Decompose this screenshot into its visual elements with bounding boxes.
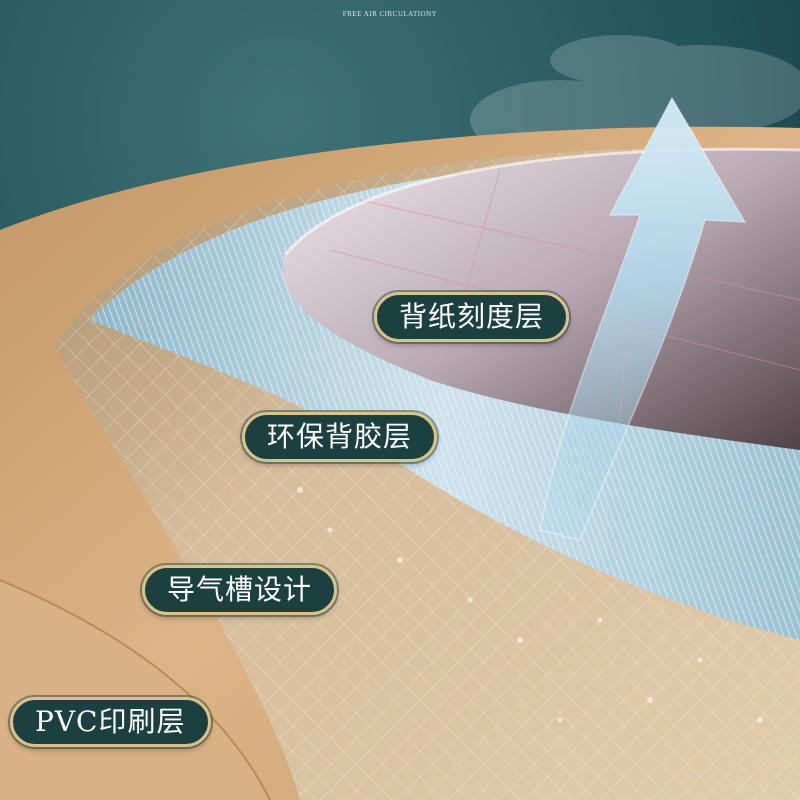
label-pvc-print-layer: PVC印刷层 (10, 697, 211, 747)
label-eco-adhesive-layer: 环保背胶层 (242, 412, 438, 462)
label-air-groove-design: 导气槽设计 (142, 565, 338, 615)
top-caption: FREE AIR CIRCULATIONY (342, 10, 438, 18)
label-backing-paper-scale-layer: 背纸刻度层 (374, 292, 570, 342)
up-arrow-icon (539, 96, 747, 541)
